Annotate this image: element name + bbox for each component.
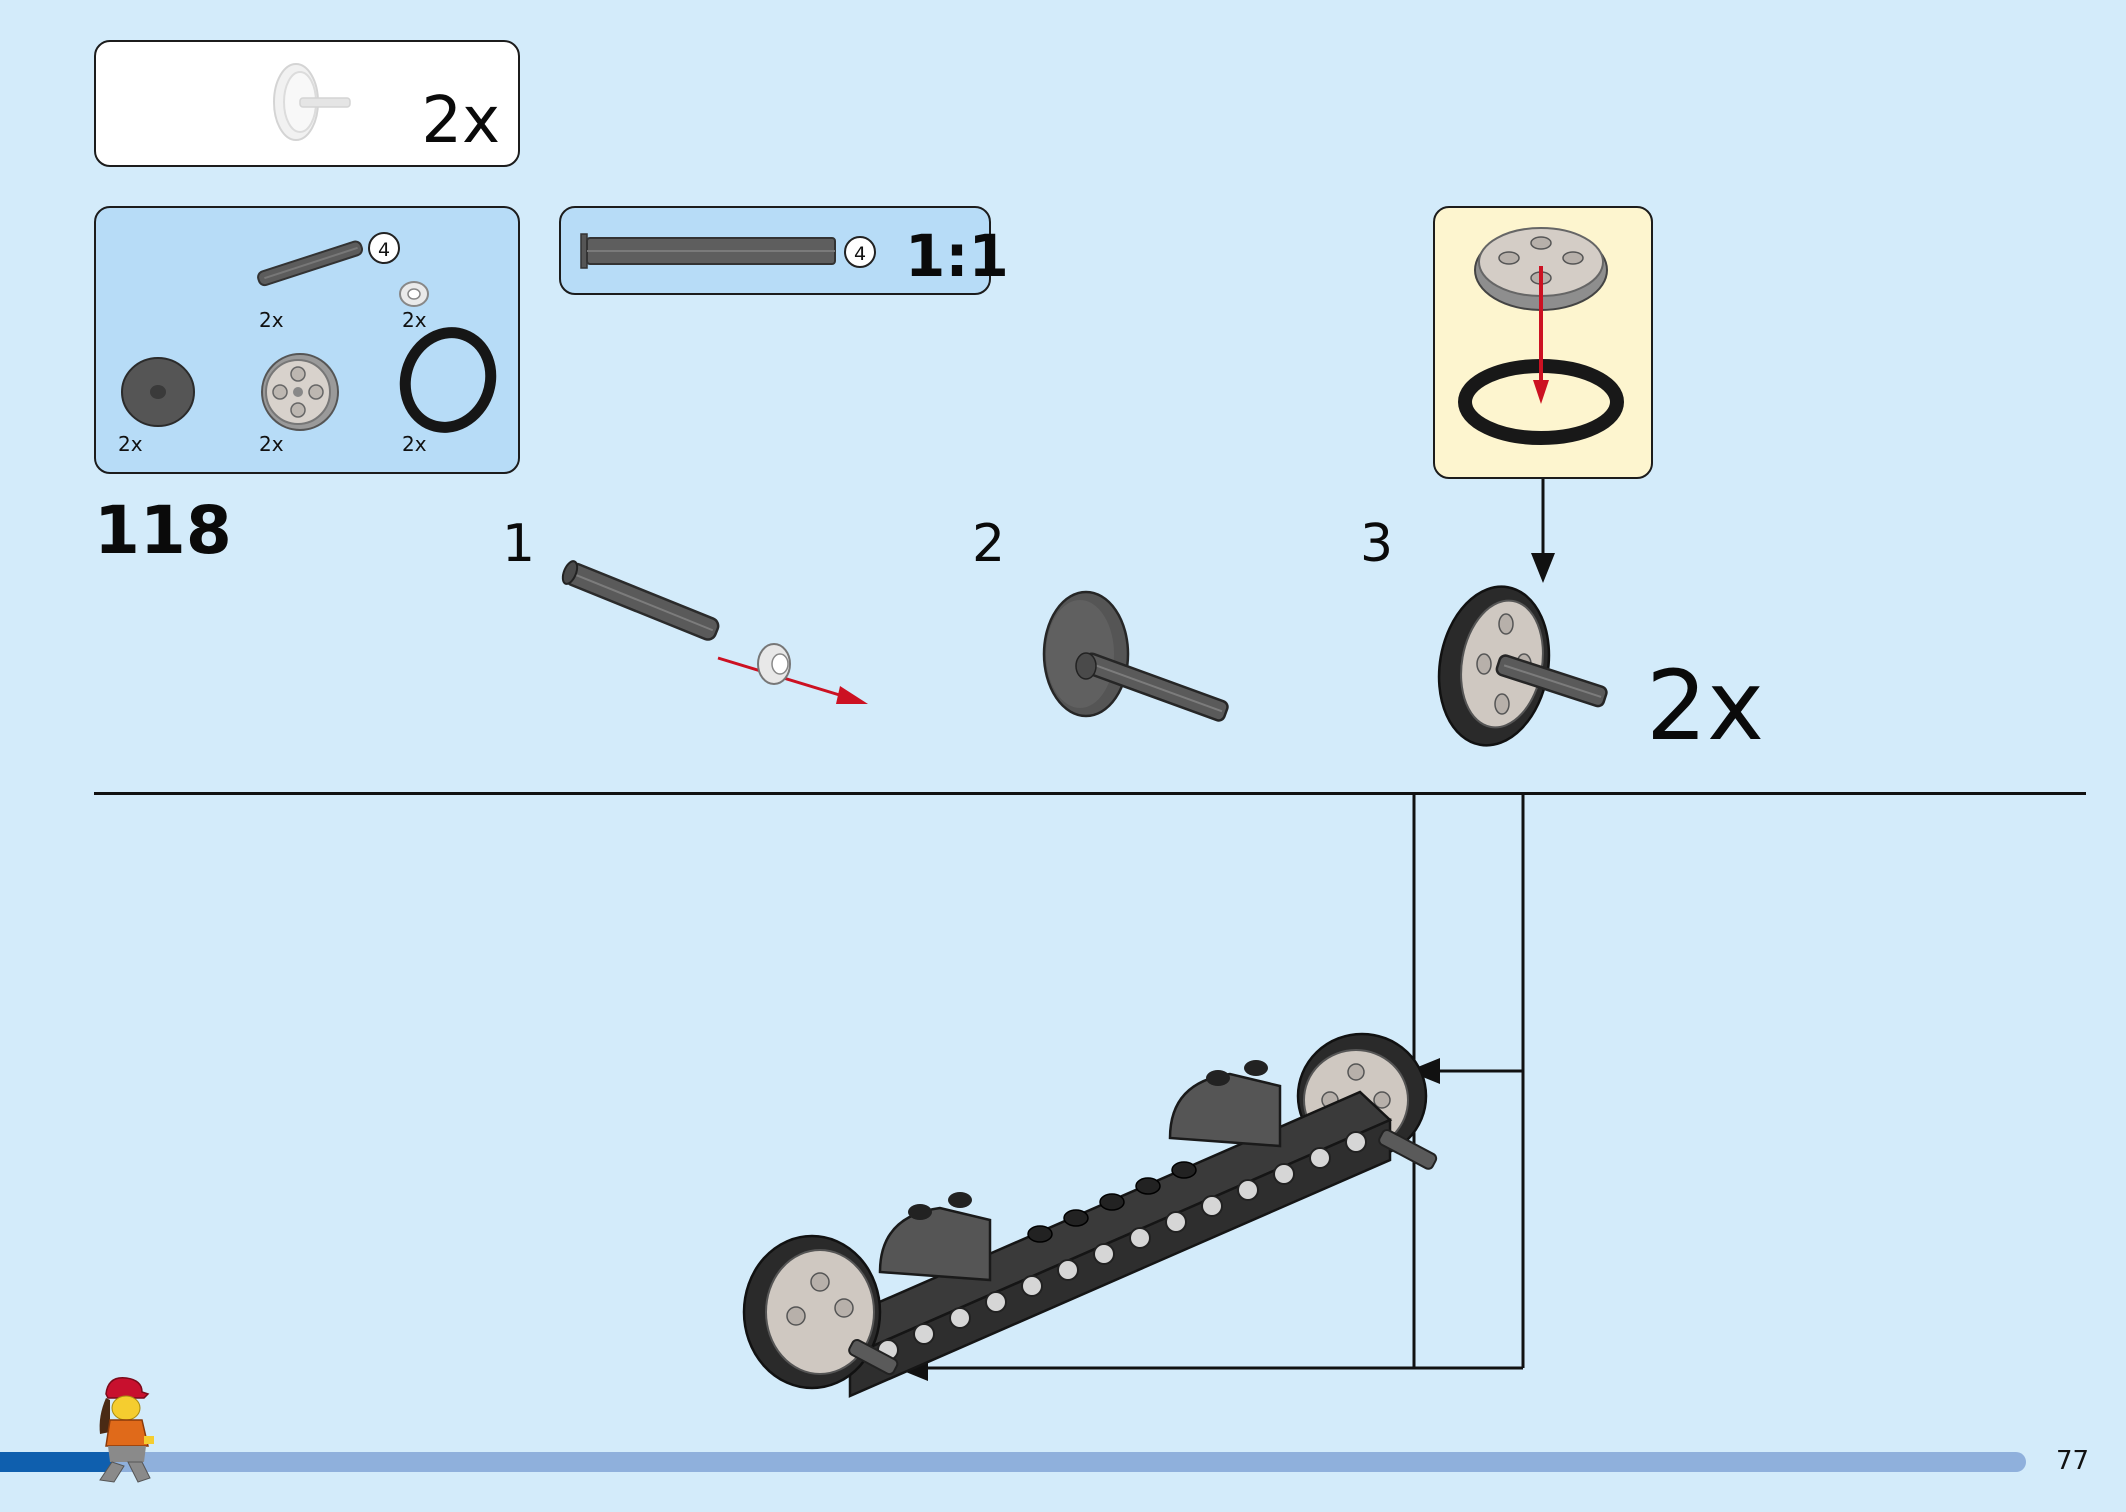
parts-quantity-hub: 2x [259,432,284,456]
scale-ratio: 1:1 [905,222,1009,290]
substep-3-number: 3 [1360,514,1394,574]
step-number: 118 [94,492,232,569]
wheel-set-assembly-illustration [742,1032,1438,1398]
substep-2-number: 2 [972,514,1006,574]
parts-quantity-axle: 2x [259,308,284,332]
substep-1-axle-bush-illustration [561,560,868,704]
wheel-hub-part-icon [261,353,339,431]
substep-1-number: 1 [502,514,536,574]
progress-bar-fill [0,1452,112,1472]
parts-quantity-disc: 2x [118,432,143,456]
axle-actual-size-icon [580,233,836,269]
dark-disc-part-icon [121,357,195,427]
substep-3-wheel-illustration [1437,585,1608,747]
parts-quantity-tire: 2x [402,432,427,456]
axle-scale-box: 4 1:1 [559,206,1009,295]
bush-part-icon [399,281,429,307]
minifigure-icon [99,1377,154,1483]
summary-quantity: 2x [421,84,500,158]
parts-list-box: 4 2x 2x 2x 2x 2x [94,206,520,474]
submodel-summary-box: 2x [94,40,520,167]
parts-axle-length: 4 [368,232,400,264]
parts-quantity-bush: 2x [402,308,427,332]
callout-connector-arrow [1531,479,1555,583]
axle-part-icon [257,240,364,287]
page-number: 77 [2056,1446,2090,1476]
scale-axle-length: 4 [844,236,876,268]
tire-part-icon [399,327,497,433]
hub-into-tire-illustration [1458,227,1624,445]
tire-callout-box [1433,206,1653,479]
wheel-with-axle-icon [273,63,351,141]
substep-3-quantity: 2x [1646,650,1764,762]
section-divider [94,792,2086,795]
substep-2-disc-axle-illustration [1042,590,1229,722]
progress-bar-track [0,1452,2026,1472]
